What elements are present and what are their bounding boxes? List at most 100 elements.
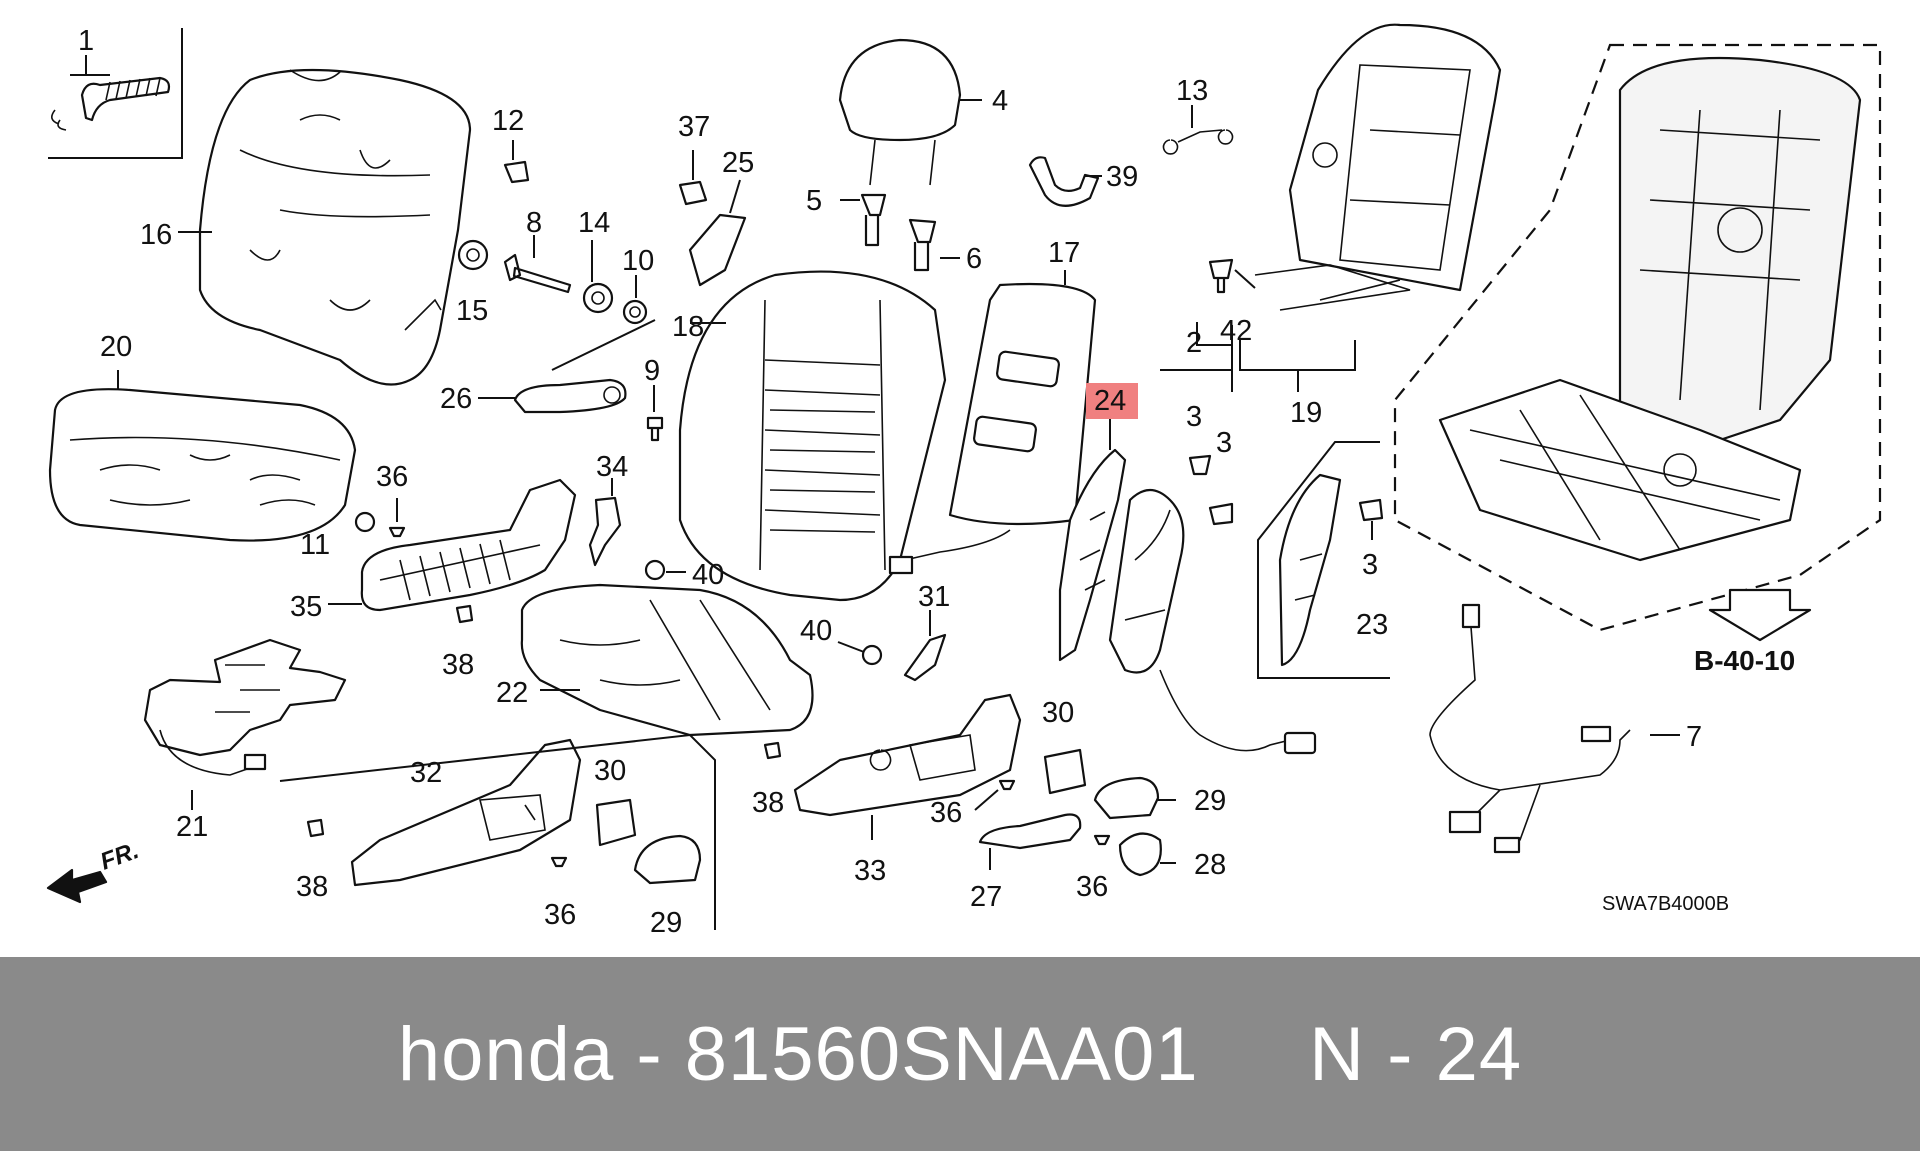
callout-40b[interactable]: 40 — [800, 615, 832, 647]
callout-2[interactable]: 2 — [1186, 327, 1202, 359]
part-22-cushion-pad[interactable] — [520, 583, 814, 737]
callout-5[interactable]: 5 — [806, 185, 822, 217]
part-30a-cover[interactable] — [595, 798, 637, 847]
callout-18[interactable]: 18 — [672, 311, 704, 343]
part-31-bracket[interactable] — [903, 610, 947, 682]
part-36b-screw[interactable] — [550, 856, 568, 868]
callout-25[interactable]: 25 — [722, 147, 754, 179]
callout-27[interactable]: 27 — [970, 881, 1002, 913]
part-37-nut[interactable] — [678, 150, 708, 206]
part-10-washer[interactable] — [622, 275, 648, 325]
callout-34[interactable]: 34 — [596, 451, 628, 483]
part-11-cap[interactable] — [354, 511, 376, 533]
part-29a-knob[interactable] — [633, 834, 702, 885]
part-35-side-trim[interactable] — [328, 478, 577, 612]
callout-20[interactable]: 20 — [100, 331, 132, 363]
callout-36a[interactable]: 36 — [376, 461, 408, 493]
callout-3b[interactable]: 3 — [1216, 427, 1232, 459]
callout-13[interactable]: 13 — [1176, 75, 1208, 107]
part-20-cushion-cover[interactable] — [48, 370, 357, 542]
callout-4[interactable]: 4 — [992, 85, 1008, 117]
part-8-bolt[interactable] — [503, 235, 572, 294]
part-21-seat-mat[interactable] — [143, 638, 347, 810]
part-39-clip[interactable] — [1028, 156, 1102, 207]
callout-14[interactable]: 14 — [578, 207, 610, 239]
callout-30a[interactable]: 30 — [594, 755, 626, 787]
callout-11[interactable]: 11 — [300, 529, 330, 561]
callout-16[interactable]: 16 — [140, 219, 172, 251]
callout-36c[interactable]: 36 — [930, 797, 962, 829]
part-42-clip[interactable] — [1208, 258, 1256, 294]
callout-19[interactable]: 19 — [1290, 397, 1322, 429]
part-34-bracket[interactable] — [588, 478, 622, 567]
callout-38b[interactable]: 38 — [752, 787, 784, 819]
part-7-wire-harness[interactable] — [1429, 603, 1680, 854]
part-30b-cover[interactable] — [1043, 748, 1087, 795]
callout-31[interactable]: 31 — [918, 581, 950, 613]
callout-42[interactable]: 42 — [1220, 315, 1252, 347]
part-36a-screw[interactable] — [388, 498, 406, 538]
part-38a-clip[interactable] — [455, 604, 474, 624]
callout-24[interactable]: 24 — [1094, 385, 1126, 417]
part-18-seatback-pad[interactable] — [678, 270, 947, 602]
callout-1[interactable]: 1 — [78, 25, 94, 57]
part-38b-clip[interactable] — [763, 741, 782, 760]
callout-3c[interactable]: 3 — [1362, 549, 1378, 581]
part-19-frame-panel[interactable] — [1239, 23, 1502, 392]
callout-22[interactable]: 22 — [496, 677, 528, 709]
part-15-grommet[interactable] — [457, 239, 489, 271]
part-13-clip[interactable] — [1162, 105, 1234, 155]
part-40b-clip[interactable] — [837, 641, 883, 666]
part-12-clip[interactable] — [503, 140, 530, 184]
callout-15[interactable]: 15 — [456, 295, 488, 327]
part-1-clips[interactable] — [48, 28, 183, 159]
callout-39[interactable]: 39 — [1106, 161, 1138, 193]
callout-38a[interactable]: 38 — [442, 649, 474, 681]
callout-23[interactable]: 23 — [1356, 609, 1388, 641]
callout-40a[interactable]: 40 — [692, 559, 724, 591]
part-23-inner-trim[interactable] — [1257, 441, 1390, 679]
part-5-guide[interactable] — [840, 193, 887, 247]
callout-7[interactable]: 7 — [1686, 721, 1702, 753]
callout-32[interactable]: 32 — [410, 757, 442, 789]
callout-37[interactable]: 37 — [678, 111, 710, 143]
part-40a-clip[interactable] — [644, 559, 686, 581]
callout-26[interactable]: 26 — [440, 383, 472, 415]
callout-3a[interactable]: 3 — [1186, 401, 1202, 433]
callout-33[interactable]: 33 — [854, 855, 886, 887]
part-6-guide[interactable] — [908, 218, 960, 272]
part-38c-clip[interactable] — [306, 818, 325, 838]
part-2-side-airbag[interactable] — [1108, 322, 1317, 755]
callout-36b[interactable]: 36 — [544, 899, 576, 931]
callout-29a[interactable]: 29 — [650, 907, 682, 939]
part-25-bracket[interactable] — [688, 179, 747, 287]
part-28-cap[interactable] — [1118, 832, 1176, 877]
part-27-lever[interactable] — [978, 813, 1082, 870]
part-3a-screw[interactable] — [1188, 454, 1212, 476]
part-36d-screw[interactable] — [1093, 834, 1111, 846]
callout-30b[interactable]: 30 — [1042, 697, 1074, 729]
callout-9[interactable]: 9 — [644, 355, 660, 387]
part-14-nut[interactable] — [582, 240, 614, 314]
callout-12[interactable]: 12 — [492, 105, 524, 137]
part-4-headrest[interactable] — [838, 38, 982, 186]
part-9-screw[interactable] — [646, 385, 664, 442]
callout-8[interactable]: 8 — [526, 207, 542, 239]
callout-17[interactable]: 17 — [1048, 237, 1080, 269]
part-36c-screw[interactable] — [974, 779, 1016, 811]
part-3b-screw[interactable] — [1208, 502, 1234, 526]
part-26-lever[interactable] — [478, 319, 656, 414]
part-3c-screw[interactable] — [1358, 498, 1384, 540]
part-24-side-panel[interactable] — [1058, 414, 1127, 662]
part-29b-knob[interactable] — [1093, 776, 1176, 820]
callout-36d[interactable]: 36 — [1076, 871, 1108, 903]
callout-35[interactable]: 35 — [290, 591, 322, 623]
part-16-seatback-cover[interactable] — [178, 68, 472, 386]
callout-28[interactable]: 28 — [1194, 849, 1226, 881]
callout-29b[interactable]: 29 — [1194, 785, 1226, 817]
callout-38c[interactable]: 38 — [296, 871, 328, 903]
callout-21[interactable]: 21 — [176, 811, 208, 843]
callout-10[interactable]: 10 — [622, 245, 654, 277]
part-33-outer-trim-2[interactable] — [793, 693, 1022, 840]
part-32-outer-trim[interactable] — [279, 733, 716, 930]
